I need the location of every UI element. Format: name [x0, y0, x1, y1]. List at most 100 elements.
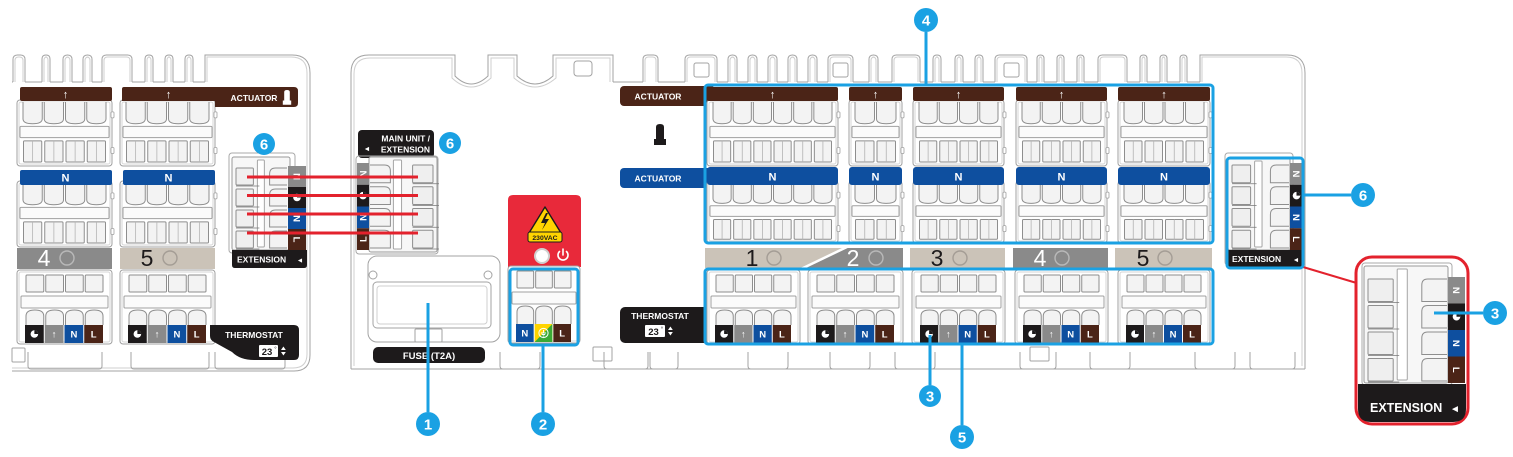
neutral-label: N	[1160, 172, 1168, 184]
stepper-arrows-icon	[281, 346, 286, 356]
actuator-terminal-block	[848, 99, 905, 167]
terminal-lever	[773, 102, 793, 125]
zone-number-bar	[803, 248, 903, 268]
terminal-label-black	[25, 325, 44, 343]
terminal-label-bg	[1183, 325, 1201, 343]
highlight-boxes	[508, 83, 1305, 347]
terminal-label-gray: N	[1448, 277, 1465, 304]
callout-4: 4	[914, 8, 938, 85]
terminal-label-bg	[84, 325, 103, 343]
housing-tooth-inner	[103, 56, 131, 82]
terminal-lever	[1023, 309, 1042, 325]
terminal-lever	[43, 183, 64, 206]
terminal-label-text: L	[291, 237, 302, 243]
terminal-label-bg	[167, 325, 187, 343]
terminal-label-text: L	[984, 329, 990, 340]
neutral-label: N	[872, 172, 880, 184]
connector-lever	[1269, 229, 1289, 249]
housing-tooth-inner	[870, 56, 877, 82]
zone-number-bar	[1013, 248, 1108, 268]
terminal-lever	[146, 183, 167, 206]
actuator-neutral-label: ACTUATOR	[635, 174, 682, 184]
terminal-clamp	[715, 274, 734, 293]
terminal-nub	[1105, 191, 1110, 199]
clock-hand	[929, 330, 933, 334]
terminal-label-bg	[44, 325, 64, 343]
terminal-label-black	[816, 325, 835, 343]
terminal-label-black	[128, 325, 147, 343]
terminal-rail	[122, 206, 213, 220]
housing-tooth	[807, 54, 818, 82]
terminal-lever	[1041, 102, 1061, 125]
zone-led-icon	[1157, 250, 1173, 266]
zone-number: 5	[141, 245, 154, 271]
terminal-clamp	[1145, 274, 1164, 293]
terminal-label-text: N	[1290, 214, 1301, 221]
housing-foot	[1089, 352, 1131, 370]
terminal-lever	[1123, 183, 1143, 204]
connector-clamp	[412, 208, 434, 227]
terminal-rail	[915, 125, 1002, 139]
zone-divider	[800, 244, 850, 271]
actuator-terminal-block	[119, 180, 218, 248]
terminal-lever	[1144, 102, 1164, 125]
terminal-lever	[65, 102, 86, 125]
warning-text-bg	[527, 231, 563, 243]
extension-label-bar	[232, 250, 307, 268]
connector-lever	[370, 164, 391, 184]
housing-tooth-inner	[829, 56, 852, 82]
terminal-label-bg	[1061, 325, 1080, 343]
terminal-label-text: N	[964, 329, 971, 340]
housing-tooth	[932, 54, 942, 82]
terminal-lever	[84, 309, 104, 325]
terminal-clamp	[1062, 274, 1081, 293]
terminal-nub	[213, 192, 218, 200]
terminal-clamp	[148, 274, 167, 293]
terminal-label-brown: L	[1448, 356, 1465, 383]
housing-tooth	[767, 54, 778, 82]
housing-outline-inner	[1201, 56, 1303, 366]
terminal-lever	[189, 183, 210, 206]
terminal-rail	[1018, 205, 1105, 217]
terminal-lever	[1126, 309, 1145, 325]
terminal-label-blue: N	[288, 208, 306, 229]
high-voltage-icon: 230VAC	[527, 206, 563, 243]
housing-tooth	[62, 54, 73, 82]
housing-foot	[214, 352, 286, 370]
terminal-lever	[876, 102, 897, 125]
connector-clamp	[1367, 278, 1394, 302]
bus-connector-label-line1: MAIN UNIT /	[381, 134, 430, 144]
terminal-rail	[851, 205, 900, 217]
terminal-label-text: N	[70, 329, 77, 340]
housing-foot	[747, 352, 789, 370]
terminal-label-text: N	[1450, 287, 1461, 294]
earth-ring	[538, 327, 549, 339]
zone-led-icon	[952, 250, 968, 266]
terminal-label-text: N	[759, 329, 766, 340]
extension-label-bar	[1228, 250, 1303, 267]
connector-clamp	[412, 229, 434, 249]
terminal-label-bg	[64, 325, 84, 343]
housing-tooth-inner	[976, 56, 982, 82]
terminal-clamp	[1023, 274, 1042, 293]
terminal-nub	[110, 228, 115, 235]
terminal-lever	[43, 102, 64, 125]
terminal-label-text: L	[194, 329, 200, 340]
housing-tooth-inner	[956, 56, 962, 82]
terminal-label-bg	[734, 325, 753, 343]
terminal-label-bg	[553, 324, 571, 342]
housing-tooth-inner	[809, 56, 816, 82]
terminal-lever	[813, 102, 833, 125]
terminal-label-text: L	[882, 329, 888, 340]
actuator-arrow-icon: ↑	[956, 89, 962, 101]
callout-badge	[1483, 301, 1507, 325]
terminal-clamp	[535, 270, 553, 289]
terminal-nub	[900, 147, 905, 154]
terminal-lever	[856, 309, 875, 325]
terminal-lever	[187, 309, 207, 325]
earth-icon	[538, 327, 549, 339]
